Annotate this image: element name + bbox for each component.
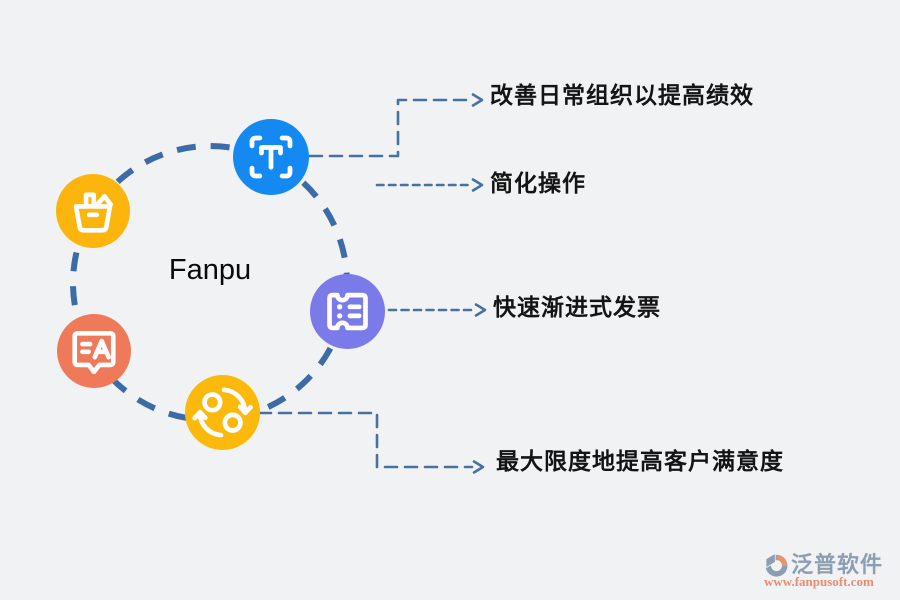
feature-label-2: 简化操作 bbox=[490, 171, 586, 196]
ticket-dot-bottom bbox=[337, 313, 343, 319]
basket-icon bbox=[73, 192, 114, 233]
translate-chat-icon bbox=[72, 330, 116, 375]
sync-icon bbox=[192, 387, 253, 438]
connector-feature-4 bbox=[257, 411, 474, 469]
feature-label-1: 改善日常组织以提高绩效 bbox=[490, 83, 754, 108]
node-ticket-circle bbox=[310, 274, 385, 349]
arrowhead-feature-2 bbox=[471, 178, 484, 192]
footer-website: www.fanpusoft.com bbox=[764, 574, 874, 589]
connector-feature-1 bbox=[308, 98, 472, 158]
arrowhead-feature-4 bbox=[472, 460, 485, 474]
node-sync-circle bbox=[185, 375, 260, 450]
node-text-scan bbox=[233, 119, 309, 195]
feature-label-3: 快速渐进式发票 bbox=[493, 295, 661, 320]
node-sync bbox=[185, 375, 260, 450]
node-ticket bbox=[310, 274, 385, 349]
center-label: Fanpu bbox=[168, 254, 252, 286]
text-scan-icon bbox=[249, 135, 293, 179]
node-translate-chat-circle bbox=[57, 314, 131, 388]
arrowhead-feature-1 bbox=[471, 93, 484, 107]
arrowhead-feature-3 bbox=[474, 303, 487, 317]
ticket-icon bbox=[327, 292, 368, 331]
fanpu-logo-icon bbox=[765, 552, 788, 577]
ticket-dot-top bbox=[337, 304, 343, 310]
feature-label-4: 最大限度地提高客户满意度 bbox=[496, 449, 784, 474]
connector-group bbox=[257, 93, 487, 474]
node-translate-chat bbox=[57, 314, 131, 388]
node-basket-circle bbox=[56, 174, 130, 248]
node-basket bbox=[56, 174, 130, 248]
footer-logo: 泛普软件 www.fanpusoft.com bbox=[755, 546, 900, 598]
footer-brand-name: 泛普软件 bbox=[791, 552, 884, 577]
